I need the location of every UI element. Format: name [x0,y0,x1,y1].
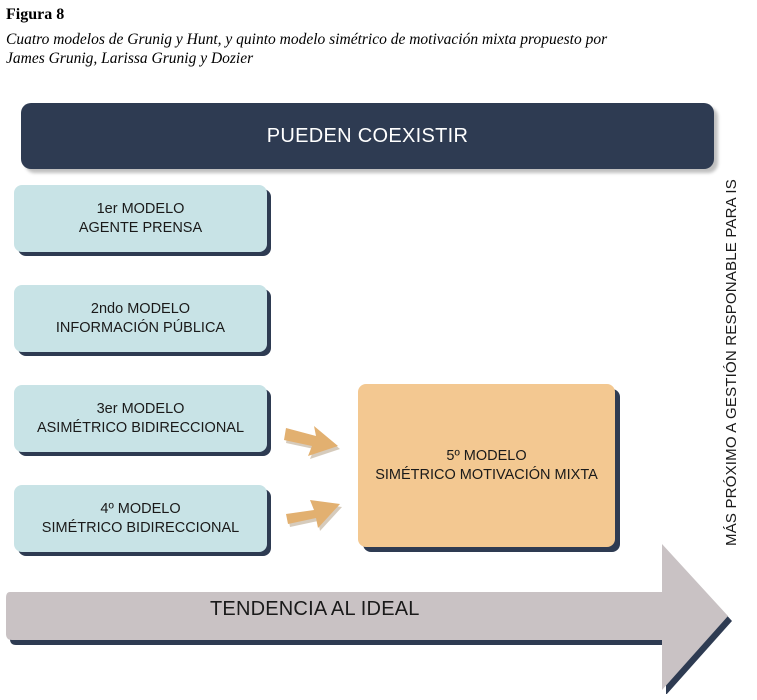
model-4-box: 4º MODELO SIMÉTRICO BIDIRECCIONAL [14,485,267,552]
arrow-right-icon-shape [286,500,340,528]
model-3-title: 3er MODELO [96,400,185,417]
model-5-title: 5º MODELO [446,447,527,464]
model-3-box: 3er MODELO ASIMÉTRICO BIDIRECCIONAL [14,385,267,452]
model-2-name: INFORMACIÓN PÚBLICA [55,319,226,336]
side-label: MÁS PRÓXIMO A GESTIÓN RESPONABLE PARA IS [716,175,746,550]
arrow-right-icon [286,500,342,531]
model-5-name: SIMÉTRICO MOTIVACIÓN MIXTA [375,466,598,483]
figure-label: Figura 8 [6,6,65,23]
model-3-name: ASIMÉTRICO BIDIRECCIONAL [36,419,245,436]
model-2-title: 2ndo MODELO [90,300,191,317]
trend-arrow-label: TENDENCIA AL IDEAL [210,598,420,620]
arrow-right-icon-shape [284,426,338,456]
model-4-title: 4º MODELO [100,500,181,517]
figure-caption: Cuatro modelos de Grunig y Hunt, y quint… [6,30,736,68]
model-4-name: SIMÉTRICO BIDIRECCIONAL [41,519,240,536]
model-1-name: AGENTE PRENSA [78,219,203,236]
coexist-banner-text: PUEDEN COEXISTIR [266,124,469,147]
trend-arrow-icon [6,544,732,694]
model-1-title: 1er MODELO [96,200,185,217]
coexist-banner: PUEDEN COEXISTIR [21,103,714,169]
arrow-right-icon [284,426,340,459]
figure-caption-line-2: James Grunig, Larissa Grunig y Dozier [6,50,254,67]
figure-caption-line-1: Cuatro modelos de Grunig y Hunt, y quint… [6,31,608,48]
side-label-text: MÁS PRÓXIMO A GESTIÓN RESPONABLE PARA IS [722,179,740,546]
trend-arrow-shape [6,544,728,690]
model-5-box: 5º MODELO SIMÉTRICO MOTIVACIÓN MIXTA [358,384,615,547]
model-1-box: 1er MODELO AGENTE PRENSA [14,185,267,252]
model-2-box: 2ndo MODELO INFORMACIÓN PÚBLICA [14,285,267,352]
